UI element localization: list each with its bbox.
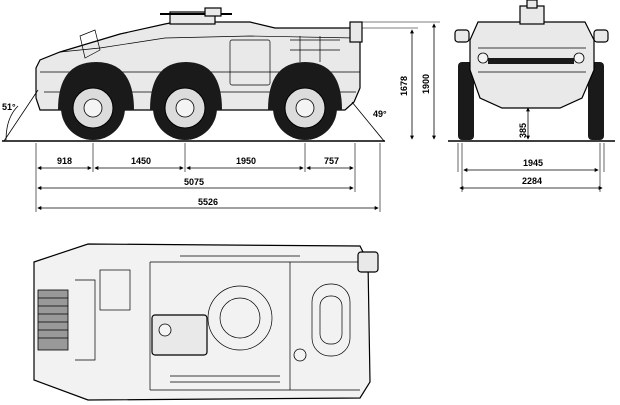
overall-height-label: 1900: [421, 74, 431, 94]
side-wheel-rear: [273, 76, 337, 140]
track-width-label: 1945: [523, 158, 543, 168]
side-view: 51° 49° 918 1450 1950 757 5075 5526: [2, 7, 440, 212]
front-view: 385 1945 2284: [448, 0, 615, 192]
departure-angle-label: 49°: [373, 109, 387, 119]
side-wheel-middle: [153, 76, 217, 140]
ground-clearance-label: 385: [518, 123, 528, 138]
front-hull: [469, 21, 595, 109]
overall-width-label: 2284: [522, 176, 542, 186]
wheelbase-2-3-label: 1950: [236, 156, 256, 166]
plan-front-grille: [37, 289, 69, 351]
plan-rear-hatch: [311, 283, 351, 357]
front-weapon-station: [519, 5, 545, 25]
overall-length-label: 5526: [198, 197, 218, 207]
side-wheel-front: [61, 76, 125, 140]
hull-length-label: 5075: [184, 177, 204, 187]
front-right-tire: [588, 62, 604, 140]
hull-height-label: 1678: [399, 76, 409, 96]
front-left-tire: [458, 62, 474, 140]
wheelbase-1-2-label: 1450: [131, 156, 151, 166]
front-overhang-label: 918: [57, 156, 72, 166]
approach-angle-label: 51°: [2, 102, 16, 112]
plan-turret-ring: [207, 285, 273, 351]
plan-view: [33, 243, 379, 401]
rear-overhang-label: 757: [324, 156, 339, 166]
